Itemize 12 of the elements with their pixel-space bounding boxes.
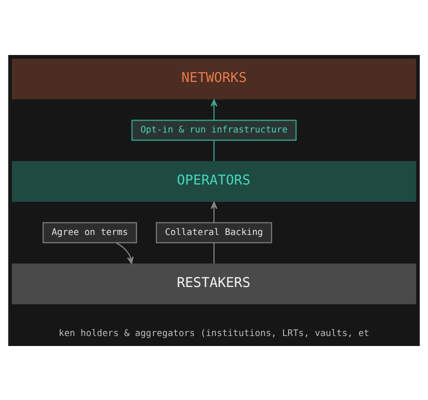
- node-box: RESTAKERS: [12, 263, 416, 304]
- arrow: [210, 98, 218, 120]
- node-box: NETWORKS: [12, 58, 416, 99]
- node-box: Agree on terms: [42, 222, 138, 243]
- node-box: Opt-in & run infrastructure: [131, 119, 297, 140]
- node-box: OPERATORS: [12, 160, 416, 202]
- arrow: [210, 201, 218, 222]
- connector: [213, 140, 215, 161]
- node-box: Collateral Backing: [156, 222, 272, 243]
- node-label: ken holders & aggregators (institutions, LRTs, vaults, et: [58, 328, 370, 339]
- arrow: [116, 242, 134, 264]
- connector: [213, 242, 215, 263]
